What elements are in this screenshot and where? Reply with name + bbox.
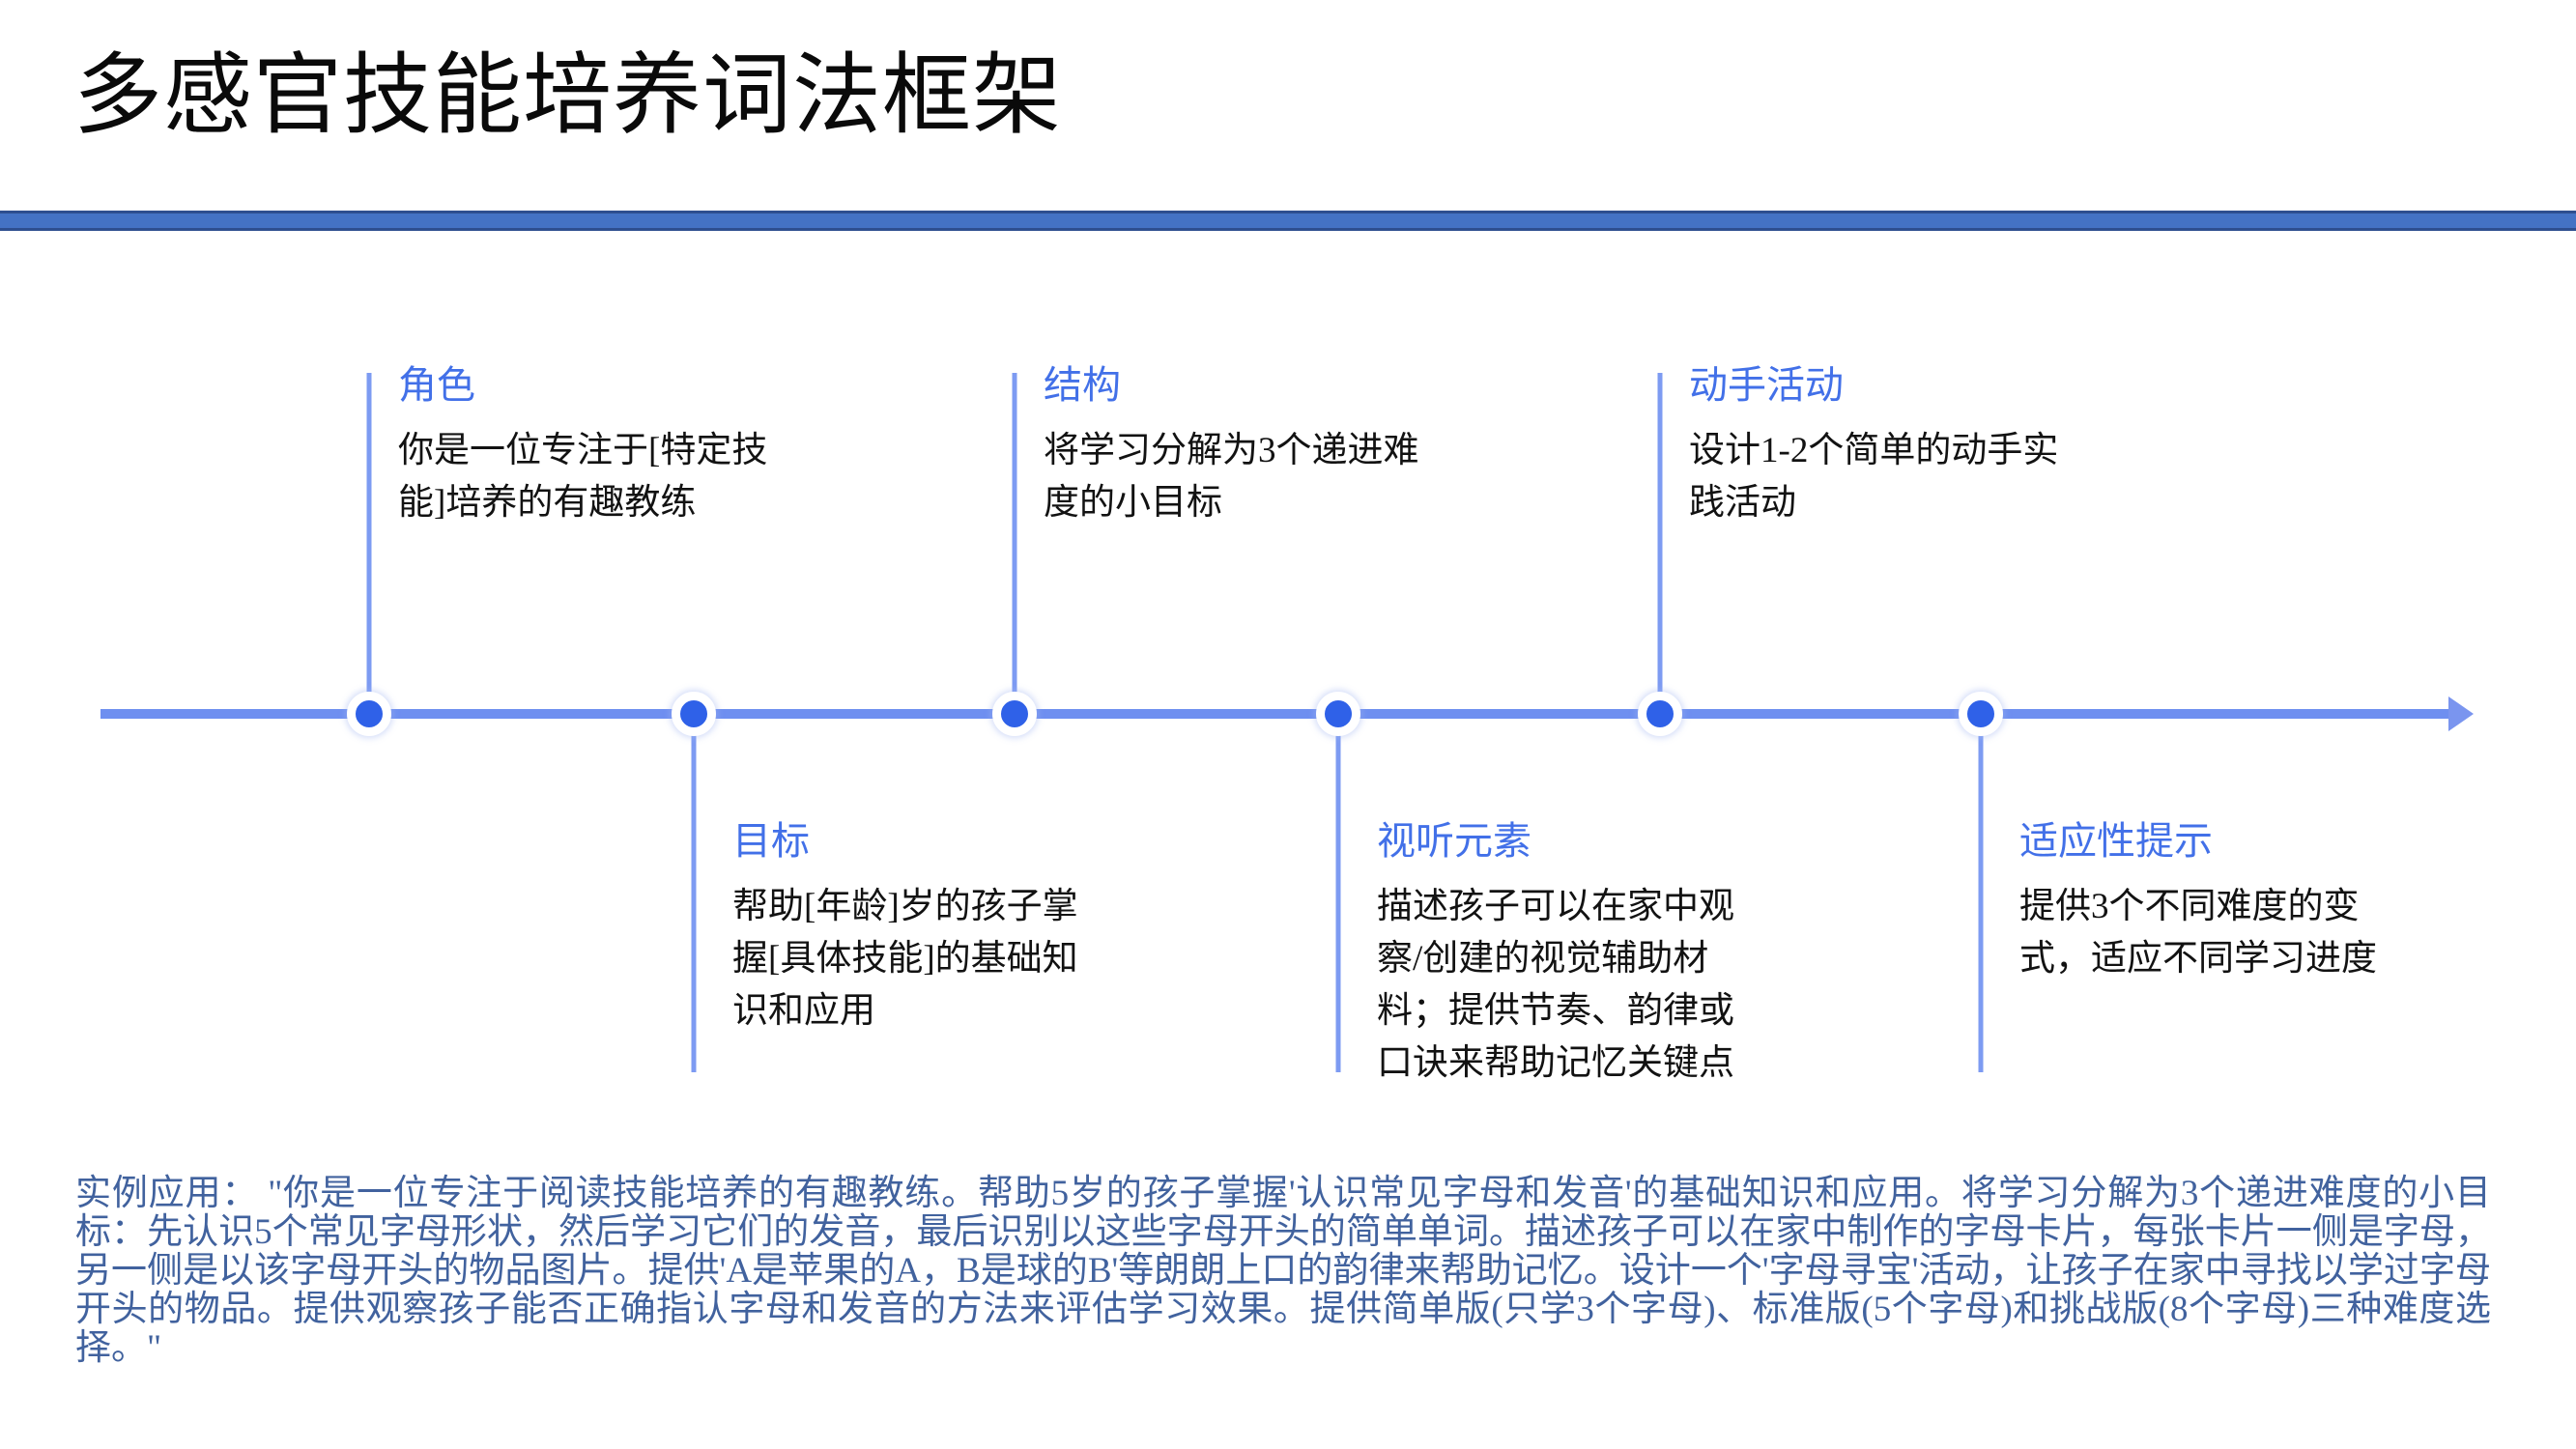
connector-line-4 [1335, 719, 1341, 1072]
timeline-axis [100, 709, 2458, 719]
milestone-dot-4[interactable] [1316, 692, 1360, 736]
milestone-title-goal: 目标 [732, 819, 810, 863]
milestone-card-hands-on: 动手活动 设计1-2个简单的动手实践活动 [1664, 359, 2070, 529]
timeline-arrow-icon [2448, 696, 2474, 731]
milestone-dot-2[interactable] [672, 692, 716, 736]
milestone-title-hands-on: 动手活动 [1689, 363, 1844, 407]
milestone-card-role: 角色 你是一位专注于[特定技能]培养的有趣教练 [373, 359, 779, 529]
milestone-dot-1[interactable] [347, 692, 391, 736]
page-title: 多感官技能培养词法框架 [73, 46, 1063, 145]
milestone-card-av-elements: 视听元素 描述孩子可以在家中观察/创建的视觉辅助材料；提供节奏、韵律或口诀来帮助… [1342, 815, 1748, 1090]
connector-line-1 [366, 373, 372, 709]
milestone-body-goal: 帮助[年龄]岁的孩子掌握[具体技能]的基础知识和应用 [732, 887, 1078, 1031]
title-divider-bar [0, 211, 2576, 231]
milestone-card-goal: 目标 帮助[年龄]岁的孩子掌握[具体技能]的基础知识和应用 [698, 815, 1103, 1037]
milestone-title-av-elements: 视听元素 [1377, 819, 1531, 863]
milestone-card-adaptive-tips: 适应性提示 提供3个不同难度的变式，适应不同学习进度 [1985, 815, 2390, 985]
milestone-dot-3[interactable] [992, 692, 1037, 736]
milestone-dot-6[interactable] [1959, 692, 2003, 736]
milestone-dot-5[interactable] [1638, 692, 1682, 736]
connector-line-5 [1657, 373, 1663, 709]
milestone-title-role: 角色 [398, 363, 475, 407]
milestone-body-av-elements: 描述孩子可以在家中观察/创建的视觉辅助材料；提供节奏、韵律或口诀来帮助记忆关键点 [1377, 887, 1734, 1083]
milestone-card-structure: 结构 将学习分解为3个递进难度的小目标 [1018, 359, 1424, 529]
milestone-body-role: 你是一位专注于[特定技能]培养的有趣教练 [398, 431, 768, 523]
milestone-body-hands-on: 设计1-2个简单的动手实践活动 [1689, 431, 2059, 523]
connector-line-3 [1012, 373, 1017, 709]
example-application-paragraph: 实例应用： "你是一位专注于阅读技能培养的有趣教练。帮助5岁的孩子掌握'认识常见… [75, 1174, 2491, 1368]
connector-line-6 [1978, 719, 1984, 1072]
milestone-body-structure: 将学习分解为3个递进难度的小目标 [1044, 431, 1419, 523]
milestone-title-adaptive-tips: 适应性提示 [2019, 819, 2213, 863]
milestone-body-adaptive-tips: 提供3个不同难度的变式，适应不同学习进度 [2019, 887, 2377, 979]
connector-line-2 [691, 719, 697, 1072]
milestone-title-structure: 结构 [1044, 363, 1121, 407]
